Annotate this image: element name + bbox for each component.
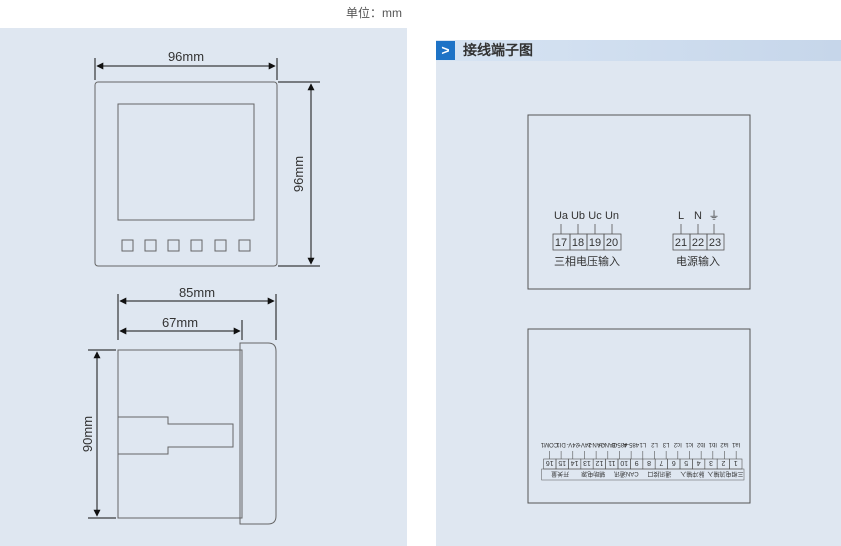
terminal-number: 11	[608, 459, 615, 466]
group-caption: 三相电流输入	[707, 470, 743, 478]
button-icon	[121, 239, 134, 252]
button-icon	[167, 239, 180, 252]
terminal-number: 10	[620, 459, 628, 466]
terminal-block-bottom	[527, 328, 751, 504]
button-icon	[214, 239, 227, 252]
terminal-label: Ic1	[685, 441, 694, 447]
side-height-label: 90mm	[80, 416, 95, 452]
terminal-number: 21	[675, 237, 687, 249]
terminal-panel	[436, 60, 841, 546]
terminal-label: Un	[605, 210, 619, 222]
side-body-depth-label: 67mm	[162, 315, 198, 330]
terminal-number: 4	[697, 459, 701, 466]
terminal-number: 12	[595, 459, 603, 466]
terminal-label: N	[694, 210, 702, 222]
terminal-number: 19	[589, 237, 601, 249]
terminal-number: 5	[684, 459, 688, 466]
button-icon	[238, 239, 251, 252]
voltage-terminals: Ua Ub Uc Un 17 18 19 20 三相电压输入	[552, 210, 622, 268]
terminal-number: 13	[583, 459, 591, 466]
terminal-number: 1	[734, 459, 738, 466]
group-caption: 脉冲输入	[680, 470, 704, 478]
terminal-number: 8	[647, 459, 651, 466]
terminal-number: 7	[659, 459, 663, 466]
front-bezel	[94, 81, 278, 267]
terminal-number: 15	[558, 459, 566, 466]
side-total-depth-label: 85mm	[179, 285, 215, 300]
terminal-label: CAN-L	[586, 441, 605, 447]
terminal-label: Ub	[571, 210, 585, 222]
terminal-number: 3	[709, 459, 713, 466]
front-width-dimension	[94, 58, 278, 80]
terminal-label: Ua	[554, 210, 569, 222]
side-bezel	[239, 342, 277, 525]
group-caption: CAN通讯	[614, 470, 639, 478]
terminal-label: 485-A	[623, 441, 639, 447]
terminal-label: Ia2	[720, 441, 729, 447]
chevron-right-icon: >	[436, 41, 455, 60]
dimension-panel	[0, 28, 407, 546]
terminal-number: 17	[555, 237, 567, 249]
caption-frame	[541, 468, 745, 481]
terminal-label: Uc	[588, 210, 602, 222]
section-title: 接线端子图	[463, 42, 533, 58]
front-height-dimension	[278, 81, 320, 267]
terminal-number: 16	[546, 459, 554, 466]
button-icon	[144, 239, 157, 252]
terminal-label: Ic2	[673, 441, 682, 447]
group-caption: 通讯接口	[647, 470, 671, 478]
group-caption: 开关量	[551, 470, 569, 478]
terminal-label: DI1	[556, 441, 566, 447]
terminal-number: 2	[721, 459, 725, 466]
terminal-label: L1	[639, 441, 646, 447]
terminal-label: Ia1	[731, 441, 740, 447]
terminal-number: 18	[572, 237, 584, 249]
unit-label: 单位：mm	[346, 6, 402, 20]
front-width-label: 96mm	[168, 49, 204, 64]
side-body	[117, 349, 243, 519]
terminal-label: 24V-	[567, 441, 579, 447]
terminal-label: Ib1	[708, 441, 717, 447]
section-header-bar	[436, 40, 841, 61]
terminal-label: 24V+	[577, 441, 592, 447]
terminal-block-top	[527, 114, 751, 290]
terminal-caption: 电源输入	[676, 254, 720, 268]
terminal-label: COM1	[540, 441, 558, 447]
side-connector	[118, 416, 234, 455]
terminal-label: CAN-H	[598, 441, 617, 447]
front-height-label: 96mm	[291, 156, 306, 192]
display-window	[117, 103, 255, 221]
terminal-label: L	[678, 210, 684, 222]
terminal-label: Ib2	[696, 441, 705, 447]
front-view	[94, 81, 278, 267]
terminal-label: L3	[662, 441, 669, 447]
terminal-number: 14	[571, 459, 579, 466]
side-height-dimension	[88, 349, 116, 519]
terminal-label: 485-B	[611, 441, 627, 447]
button-icon	[190, 239, 203, 252]
side-total-dimension	[117, 294, 277, 340]
front-buttons	[121, 239, 251, 252]
terminal-caption: 三相电压输入	[554, 254, 620, 268]
terminal-number: 23	[709, 237, 721, 249]
ground-icon: ⏚	[709, 209, 720, 222]
terminal-number: 20	[606, 237, 618, 249]
side-view	[117, 342, 277, 525]
group-caption: 辅助电源	[581, 470, 605, 478]
power-terminals: L N ⏚ 21 22 23 电源输入	[672, 209, 725, 268]
terminal-number: 9	[635, 459, 639, 466]
terminal-number: 6	[672, 459, 676, 466]
terminal-number: 22	[692, 237, 704, 249]
terminal-label: L2	[650, 441, 657, 447]
